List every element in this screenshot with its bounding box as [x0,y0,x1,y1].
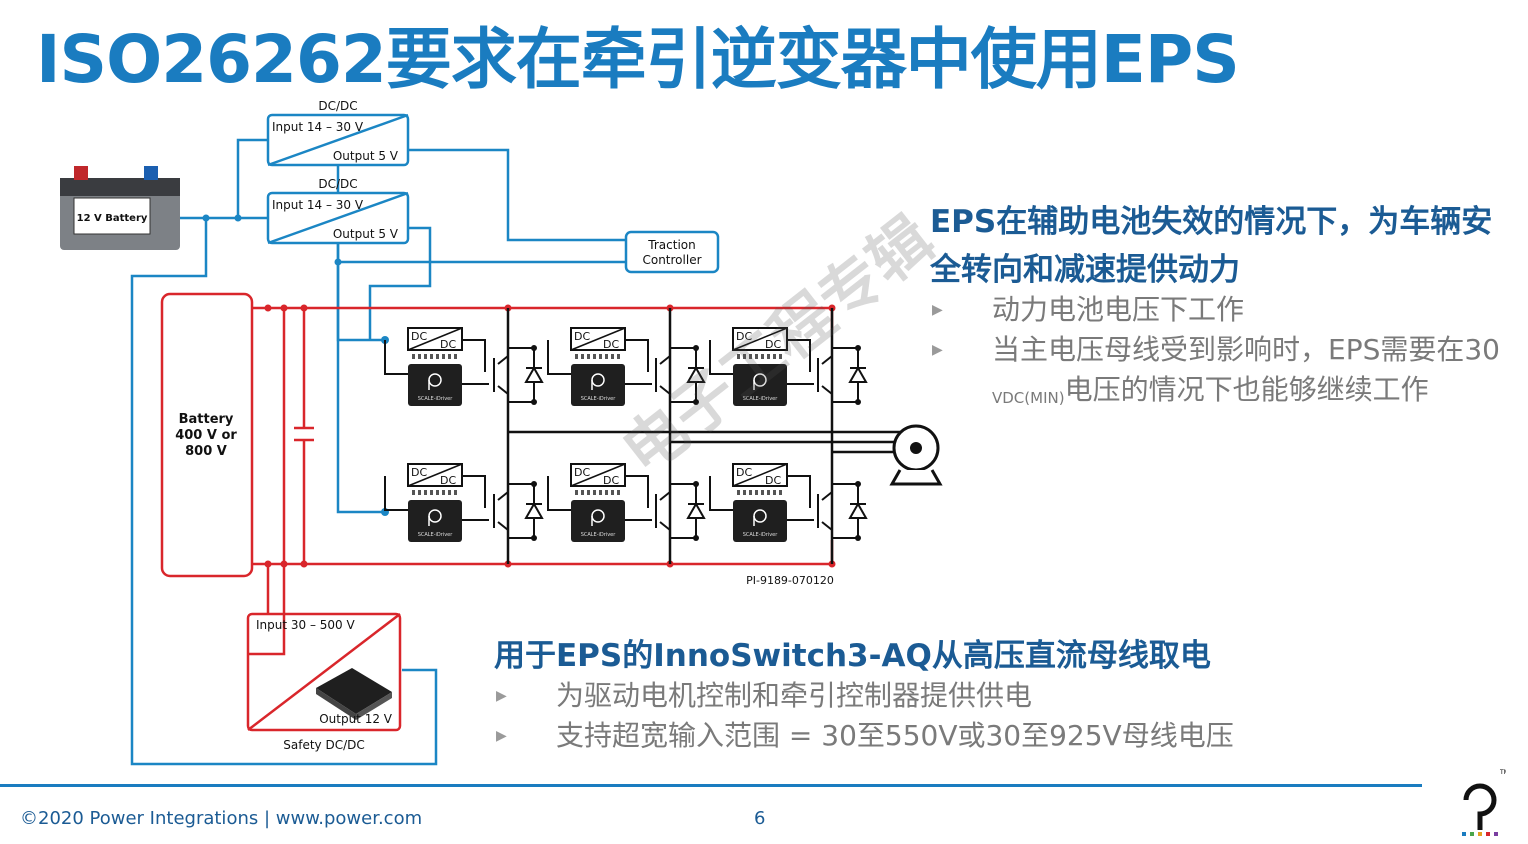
hv-battery-block [160,292,254,578]
lv-wire [130,218,438,766]
list-item: ▶为驱动电机控制和牵引控制器提供供电 [496,676,1316,716]
battery-12v-icon: 12 V Battery [60,166,180,250]
section2-bullets: ▶为驱动电机控制和牵引控制器提供供电 ▶支持超宽输入范围 = 30至550V或3… [496,676,1316,756]
lv-wire [336,244,626,264]
list-item: ▶支持超宽输入范围 = 30至550V或30至925V母线电压 [496,716,1316,756]
gate-driver-cell: DC DC SCALE-iDriver [384,327,544,406]
gate-driver-cell: DC DC SCALE-iDriver [709,327,868,406]
svg-text:DC: DC [765,338,781,351]
safety-dcdc-block [246,612,402,732]
svg-text:Input 30 – 500 V: Input 30 – 500 V [256,618,356,632]
gate-driver-array: DCDCSCALE-iDriverDCDCSCALE-iDriverDCDCSC… [384,308,868,564]
svg-text:DC: DC [574,330,590,343]
svg-text:TM: TM [1499,769,1506,776]
section2-heading: 用于EPS的InnoSwitch3-AQ从高压直流母线取电 [494,638,1211,674]
svg-text:800 V: 800 V [185,444,227,459]
figure-id: PI-9189-070120 [746,574,834,587]
lv-wire [336,165,385,342]
triangle-right-icon: ▶ [496,688,507,704]
svg-text:Input 14 – 30 V: Input 14 – 30 V [272,198,364,212]
triangle-right-icon: ▶ [932,342,943,358]
svg-text:DC: DC [736,330,752,343]
svg-text:DC: DC [440,338,456,351]
page-title: ISO26262要求在牵引逆变器中使用EPS [36,21,1240,98]
svg-text:SCALE-iDriver: SCALE-iDriver [743,396,779,402]
gate-driver-cell: DC DC SCALE-iDriver [547,327,706,406]
power-integrations-logo: TM [1462,769,1506,836]
section1-heading: EPS在辅助电池失效的情况下，为车辆安全转向和减速提供动力 [930,204,1493,288]
section1-bullets: ▶动力电池电压下工作 ▶当主电压母线受到影响时，EPS需要在30 VDC(MIN… [932,290,1512,418]
dcdc-converter-2: DC/DC Input 14 – 30 V Output 5 V [266,177,410,245]
svg-text:Output 5 V: Output 5 V [333,227,399,241]
capacitor [294,426,314,442]
svg-text:Input 14 – 30 V: Input 14 – 30 V [272,120,364,134]
list-item: ▶动力电池电压下工作 [932,290,1512,330]
svg-text:DC/DC: DC/DC [318,99,357,113]
lv-wire [336,262,385,514]
list-item: ▶当主电压母线受到影响时，EPS需要在30 VDC(MIN)电压的情况下也能够继… [932,330,1512,418]
gate-driver-cell: DC DC SCALE-iDriver [547,463,706,542]
hv-battery-label: Battery [179,412,234,427]
lv-wire [180,138,268,220]
hv-tap [248,308,286,656]
svg-text:Output 12 V: Output 12 V [319,712,393,726]
traction-controller-block: Traction Controller [624,230,720,274]
svg-text:DC: DC [411,466,427,479]
svg-text:DC: DC [736,466,752,479]
footer-divider [0,784,1422,787]
svg-text:DC: DC [411,330,427,343]
safety-dcdc-label: Safety DC/DC [283,738,364,752]
lv-wire [368,226,432,340]
svg-text:SCALE-iDriver: SCALE-iDriver [581,532,617,538]
page-number: 6 [754,808,766,829]
gate-driver-cell: DC DC SCALE-iDriver [384,463,544,542]
battery-12v-label: 12 V Battery [77,213,148,224]
svg-text:DC: DC [765,474,781,487]
gate-driver-cell: DC DC SCALE-iDriver [709,463,868,542]
hv-bus-bottom [252,540,834,566]
svg-text:Output 5 V: Output 5 V [333,149,399,163]
svg-text:Controller: Controller [642,253,701,267]
svg-text:DC: DC [440,474,456,487]
footer-copyright: ©2020 Power Integrations | www.power.com [20,808,423,829]
svg-text:DC/DC: DC/DC [318,177,357,191]
svg-text:SCALE-iDriver: SCALE-iDriver [743,532,779,538]
svg-text:SCALE-iDriver: SCALE-iDriver [418,532,454,538]
svg-text:Traction: Traction [647,238,695,252]
svg-text:SCALE-iDriver: SCALE-iDriver [418,396,454,402]
svg-text:DC: DC [603,338,619,351]
innoswitch-chip-icon [316,668,392,720]
svg-text:400 V or: 400 V or [175,428,237,443]
dcdc-converter-1: DC/DC Input 14 – 30 V Output 5 V [266,99,410,167]
triangle-right-icon: ▶ [496,728,507,744]
svg-text:DC: DC [603,474,619,487]
lv-wire [408,148,626,242]
triangle-right-icon: ▶ [932,302,943,318]
eps-block-diagram: 12 V Battery DC/DC Input 14 – 30 V Outpu… [60,99,943,766]
svg-text:SCALE-iDriver: SCALE-iDriver [581,396,617,402]
svg-text:DC: DC [574,466,590,479]
motor-icon [889,424,943,486]
